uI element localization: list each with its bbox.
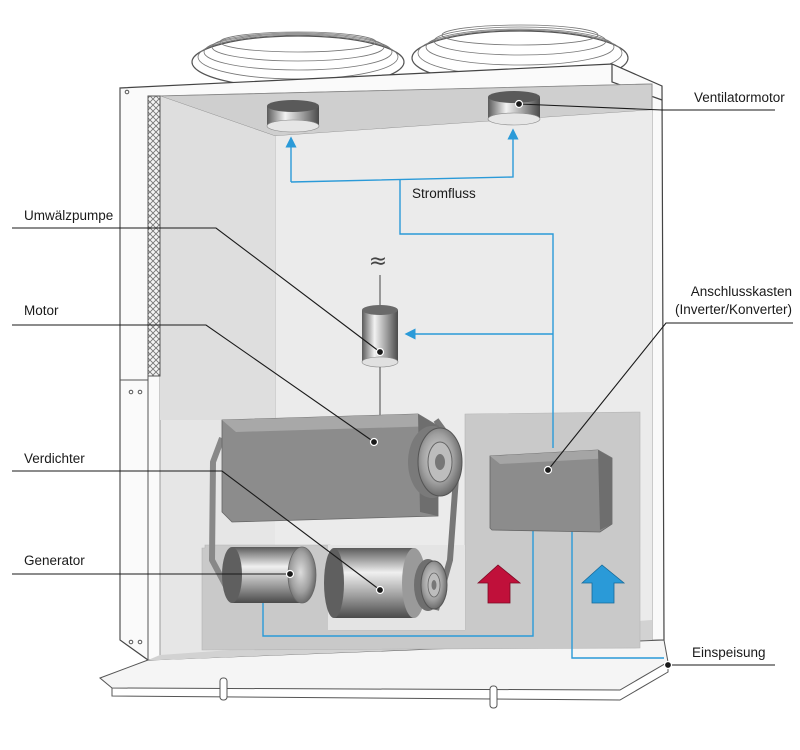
compressor-cylinder: [324, 548, 426, 618]
label-generator: Generator: [24, 553, 85, 568]
motor-box: [221, 413, 439, 523]
generator-cylinder: [222, 546, 317, 604]
current-flow-lines: [262, 128, 664, 659]
leader-endpoints: [285, 99, 673, 670]
label-anschlusskasten-sub: (Inverter/Konverter): [674, 302, 792, 317]
label-umwaelzpumpe: Umwälzpumpe: [24, 208, 114, 223]
up-arrow-blue-icon: [580, 564, 626, 604]
housing-left-edge: [119, 88, 149, 660]
label-anschlusskasten: Anschlusskasten: [690, 284, 792, 299]
fan-motor-left: [266, 100, 320, 133]
label-verdichter: Verdichter: [24, 451, 85, 466]
label-motor: Motor: [24, 303, 59, 318]
ac-symbol: ≈: [369, 249, 387, 274]
fan-motor-right: [487, 91, 541, 126]
label-ventilatormotor: Ventilatormotor: [694, 90, 785, 105]
motor-pulley: [408, 426, 463, 498]
label-stromfluss: Stromfluss: [412, 186, 476, 201]
label-einspeisung: Einspeisung: [692, 645, 766, 660]
connection-box: [489, 449, 613, 533]
leader-lines: [12, 103, 793, 666]
up-arrow-red-icon: [476, 564, 522, 604]
compressor-pulley: [414, 559, 448, 611]
mesh-panel: [147, 95, 161, 377]
